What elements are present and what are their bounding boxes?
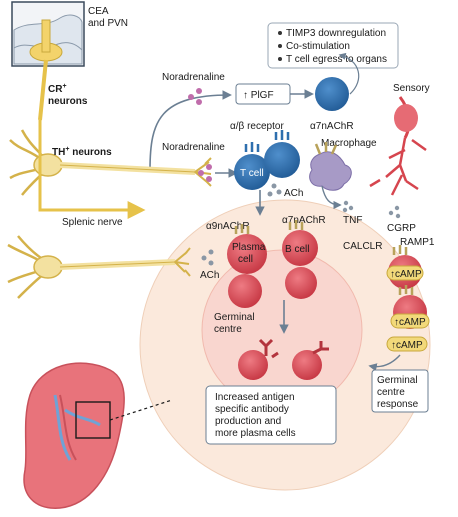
ach-bottom-label: ACh [200, 270, 219, 281]
cgrp-label: CGRP [387, 223, 416, 234]
legend-bullet-icon [278, 57, 282, 61]
antibody-icon [258, 338, 329, 359]
germinal-centre-label: Germinal [214, 312, 255, 323]
camp-pill-3 [386, 336, 428, 352]
arrow-to-legend [338, 52, 360, 95]
camp-label-2: ↑cAMP [394, 317, 426, 328]
camp-cell-2 [390, 285, 430, 329]
tnf-molecules [342, 200, 354, 213]
arrow-tnf [321, 185, 342, 210]
arrow-gc-response [368, 354, 401, 372]
cea-pvn-label: CEA [88, 6, 109, 17]
legend-box: TIMP3 downregulation Co-stimulation T ce… [267, 22, 399, 69]
th-neurons-label: TH+ neurons [52, 146, 112, 158]
outcome-line-1: Increased antigen [215, 392, 295, 403]
splenic-nerve-label: Splenic nerve [62, 217, 123, 228]
legend-bullet-icon [278, 44, 282, 48]
cgrp-molecules [388, 205, 401, 219]
brain-inset [11, 1, 85, 67]
germinal-centre-label-2: centre [214, 324, 242, 335]
t-cell [234, 130, 300, 190]
a7nachr-mid-label: α7nAChR [282, 215, 326, 226]
ach-molecules-top [267, 183, 282, 197]
splenic-nerve-arrow [38, 120, 146, 219]
sensory-neuron [369, 96, 427, 196]
camp-cell-1 [386, 245, 424, 289]
arrow-to-pigf [149, 90, 232, 171]
cr-neurons-label: CR+ [48, 83, 67, 95]
cr-neurons-label-2: neurons [48, 96, 88, 107]
a7nachr-top-label: α7nAChR [310, 121, 354, 132]
plasma-cell-label: Plasma [232, 242, 266, 253]
b-cell-2 [285, 267, 317, 299]
plasma-cell-label-2: cell [238, 254, 253, 265]
zoom-line [109, 399, 173, 421]
a9nachr-label: α9nAChR [206, 221, 250, 232]
gc-response-line-1: Germinal [377, 375, 418, 386]
ab-receptor-label: α/β receptor [230, 121, 284, 132]
spleen-organ [23, 362, 125, 509]
noradrenaline-molecules-top [188, 88, 202, 105]
outcome-line-3: production and [215, 416, 281, 427]
antibody-cell-2 [292, 350, 322, 380]
plasma-cell [227, 224, 267, 274]
legend-bullet-icon [278, 31, 282, 35]
splenic-neuron [7, 235, 191, 299]
gc-response-line-3: response [377, 399, 419, 410]
legend-item-costim: Co-stimulation [286, 41, 350, 52]
noradrenaline-mid-label: Noradrenaline [162, 142, 225, 153]
gc-response-box [371, 369, 429, 413]
outcome-box [205, 385, 337, 445]
plasma-cell-2 [228, 274, 262, 308]
ach-molecules-bottom [201, 249, 214, 266]
outcome-line-2: specific antibody [215, 404, 289, 415]
macrophage [309, 151, 352, 191]
b-cell-label: B cell [285, 244, 309, 255]
camp-label-1: ↑cAMP [390, 269, 422, 280]
ramp1-label: RAMP1 [400, 237, 435, 248]
macrophage-receptor [314, 142, 338, 155]
pigf-label: ↑ PlGF [243, 90, 274, 101]
camp-label-3: ↑cAMP [391, 340, 423, 351]
sensory-label: Sensory [393, 83, 430, 94]
legend-item-egress: T cell egress to organs [286, 54, 387, 65]
antibody-cell-1 [238, 350, 268, 380]
noradrenaline-top-label: Noradrenaline [162, 72, 225, 83]
macrophage-label: Macrophage [321, 138, 377, 149]
outcome-line-4: more plasma cells [215, 428, 296, 439]
t-cell-label: T cell [240, 168, 264, 179]
tnf-label: TNF [343, 215, 362, 226]
gc-response-line-2: centre [377, 387, 405, 398]
noradrenaline-molecules-mid [198, 164, 212, 182]
b-cell [282, 220, 318, 266]
cr-axon [38, 59, 48, 121]
egress-t-cell [315, 77, 349, 111]
cea-pvn-label-2: and PVN [88, 18, 128, 29]
calclr-label: CALCLR [343, 241, 382, 252]
legend-item-timp3: TIMP3 downregulation [286, 28, 386, 39]
ach-top-label: ACh [284, 188, 303, 199]
